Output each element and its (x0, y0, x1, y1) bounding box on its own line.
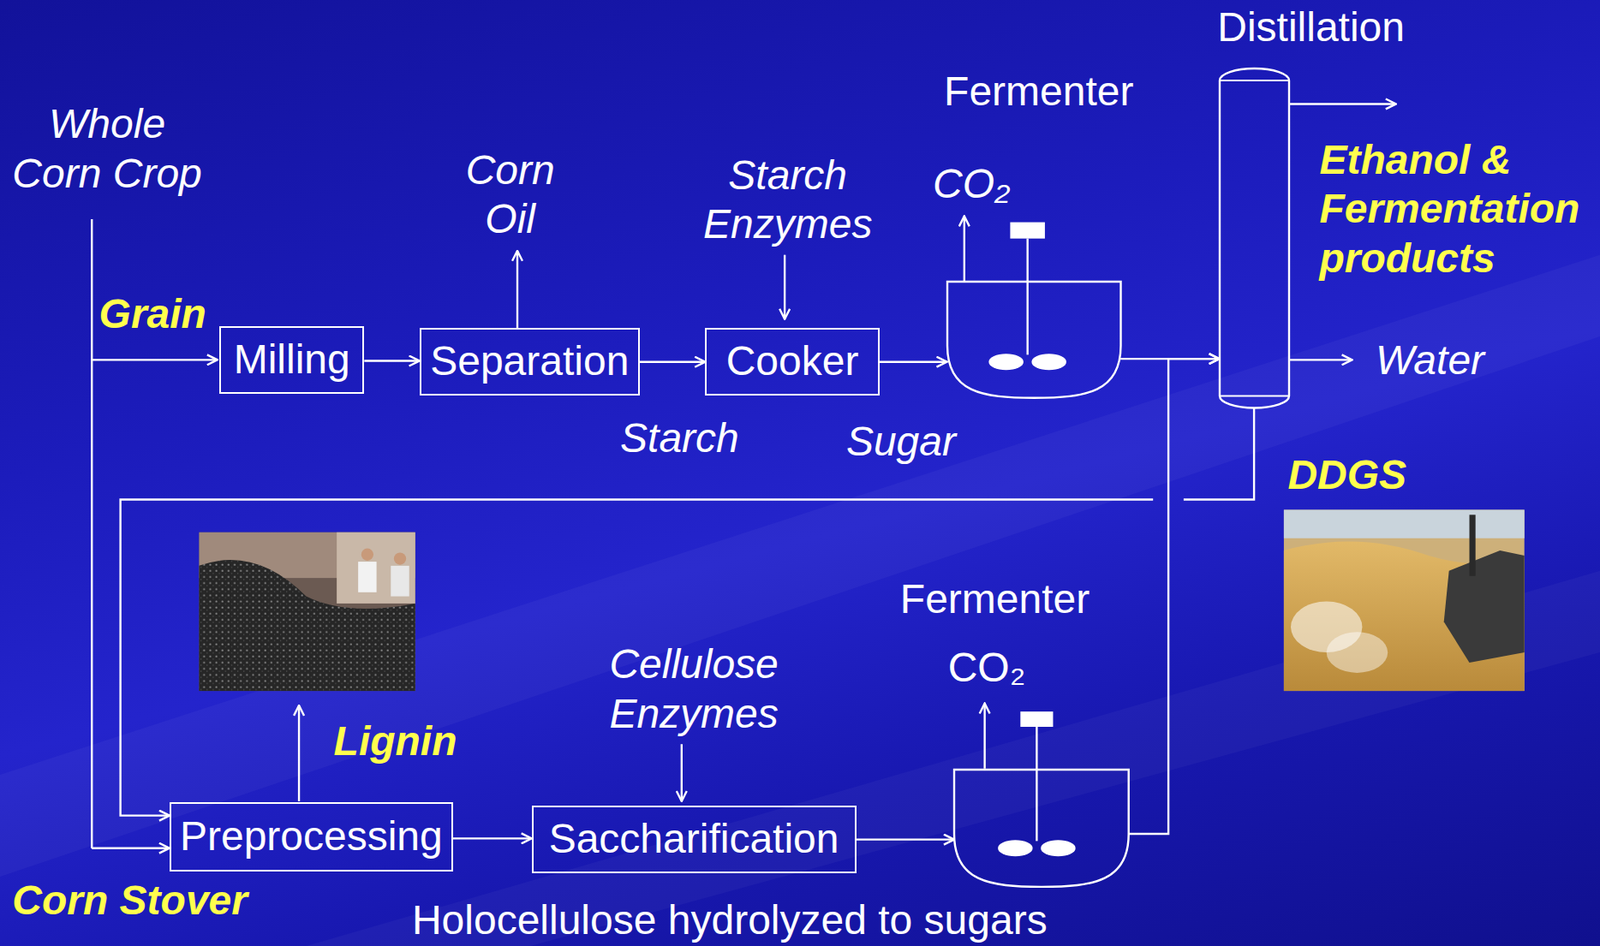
ddgs-pile (1283, 541, 1525, 692)
box-label: Saccharification (549, 817, 840, 863)
lignin-photo (198, 532, 416, 693)
flow-connector (364, 359, 419, 362)
person (358, 561, 377, 593)
column-outline (1219, 68, 1290, 408)
stirrer-motor (1009, 222, 1045, 239)
process-box: Preprocessing (169, 802, 454, 872)
person (361, 549, 374, 562)
person (394, 552, 406, 565)
product-label: Corn Oil (454, 145, 567, 245)
caption-note: Holocellulose hydrolyzed to sugars (411, 900, 1048, 942)
process-box: Saccharification (531, 805, 857, 875)
stirrer-blade (988, 353, 1024, 371)
flow-connector (856, 838, 955, 841)
process-box: Separation (419, 328, 640, 396)
product-label: Water (1375, 335, 1485, 386)
edge-label: Sugar (846, 417, 956, 467)
box-label: Cooker (726, 339, 860, 385)
flow-connector (639, 361, 705, 364)
node-heading: Fermenter (900, 579, 1090, 621)
stream-label: Grain (99, 289, 207, 340)
vessel-outline (947, 281, 1122, 399)
vessel-outline (954, 770, 1129, 888)
ddgs-photo (1283, 509, 1525, 692)
photo-wall (336, 532, 416, 604)
box-label: Separation (429, 339, 629, 385)
box-label: Milling (233, 337, 351, 383)
product-label: Ethanol & Fermentation products (1319, 135, 1592, 284)
steam (1326, 632, 1388, 674)
flow-connector (120, 407, 1255, 816)
process-box: Cooker (704, 328, 880, 396)
person (390, 566, 409, 598)
gas-label: CO₂ (932, 159, 1010, 209)
input-arrow (783, 255, 786, 320)
stirrer-blade (1031, 353, 1067, 371)
vessel-outline (954, 770, 1129, 888)
flow-connector (879, 361, 948, 364)
input-label: Cellulose Enzymes (602, 639, 787, 739)
stirrer-motor (1020, 711, 1053, 728)
product-label: Lignin (334, 716, 458, 767)
feed-arrow (91, 358, 218, 361)
stirrer-shaft (1035, 727, 1038, 842)
output-arrow (963, 215, 966, 281)
input-arrow (680, 744, 683, 802)
output-arrow (983, 704, 986, 770)
photo-ground (198, 532, 416, 693)
input-label: Starch Enzymes (695, 150, 880, 250)
column-outline (1219, 68, 1290, 409)
stirrer-blade (997, 840, 1033, 857)
background-streak (0, 255, 1600, 878)
source-label: Whole Corn Crop (5, 99, 209, 198)
gas-label: CO₂ (948, 643, 1027, 693)
lignin-pile (198, 560, 416, 692)
output-arrow (1289, 102, 1397, 105)
product-label: DDGS (1287, 450, 1407, 501)
node-heading: Distillation (1217, 6, 1405, 48)
vessel-outline (947, 281, 1122, 399)
stirrer-shaft (1026, 238, 1028, 356)
box-label: Preprocessing (179, 814, 443, 860)
edge-label: Starch (620, 413, 740, 464)
process-box: Milling (219, 326, 365, 395)
output-arrow (298, 705, 300, 802)
loader (1469, 514, 1476, 576)
output-arrow (1289, 358, 1353, 361)
photo-ground (1283, 509, 1525, 692)
fermenter-vessel: Fermenter (947, 281, 1122, 399)
flow-connector (453, 837, 532, 840)
feed-arrow (91, 847, 170, 849)
fermenter-vessel: Fermenter (954, 770, 1129, 888)
lignin-pile (198, 560, 416, 692)
column-seam (1219, 394, 1290, 397)
flow-connector (1128, 358, 1220, 835)
feed-line (90, 219, 93, 849)
column-seam (1219, 79, 1290, 82)
output-arrow (516, 250, 519, 329)
stirrer-blade (1040, 840, 1076, 857)
distillation-column: Distillation (1219, 68, 1290, 409)
photo-sky (1283, 509, 1525, 538)
loader (1444, 550, 1525, 663)
node-heading: Fermenter (943, 71, 1134, 113)
stream-label: Corn Stover (11, 876, 248, 926)
